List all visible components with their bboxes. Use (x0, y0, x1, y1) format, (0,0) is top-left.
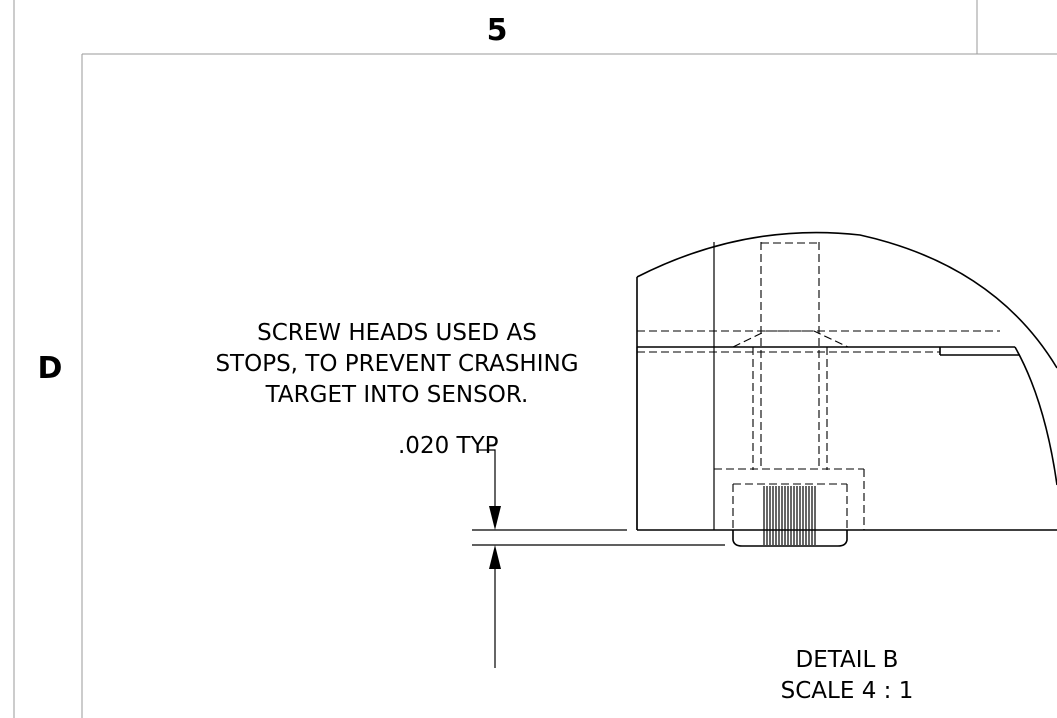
screw-head (732, 486, 848, 547)
detail-scale: SCALE 4 : 1 (781, 678, 914, 704)
zone-column-label: 5 (487, 13, 508, 48)
hidden-lines (637, 242, 1000, 530)
sheet-border (13, 0, 1057, 718)
dimension-020 (472, 449, 725, 668)
annotation-line-2: STOPS, TO PREVENT CRASHING (215, 351, 578, 377)
annotation-line-1: SCREW HEADS USED AS (257, 320, 537, 346)
zone-row-label: D (38, 351, 63, 386)
part-outline (636, 231, 1057, 531)
knurl-lines (763, 486, 816, 545)
dimension-label: .020 TYP (398, 433, 499, 459)
detail-name: DETAIL B (796, 647, 899, 673)
annotation-line-3: TARGET INTO SENSOR. (265, 382, 529, 408)
